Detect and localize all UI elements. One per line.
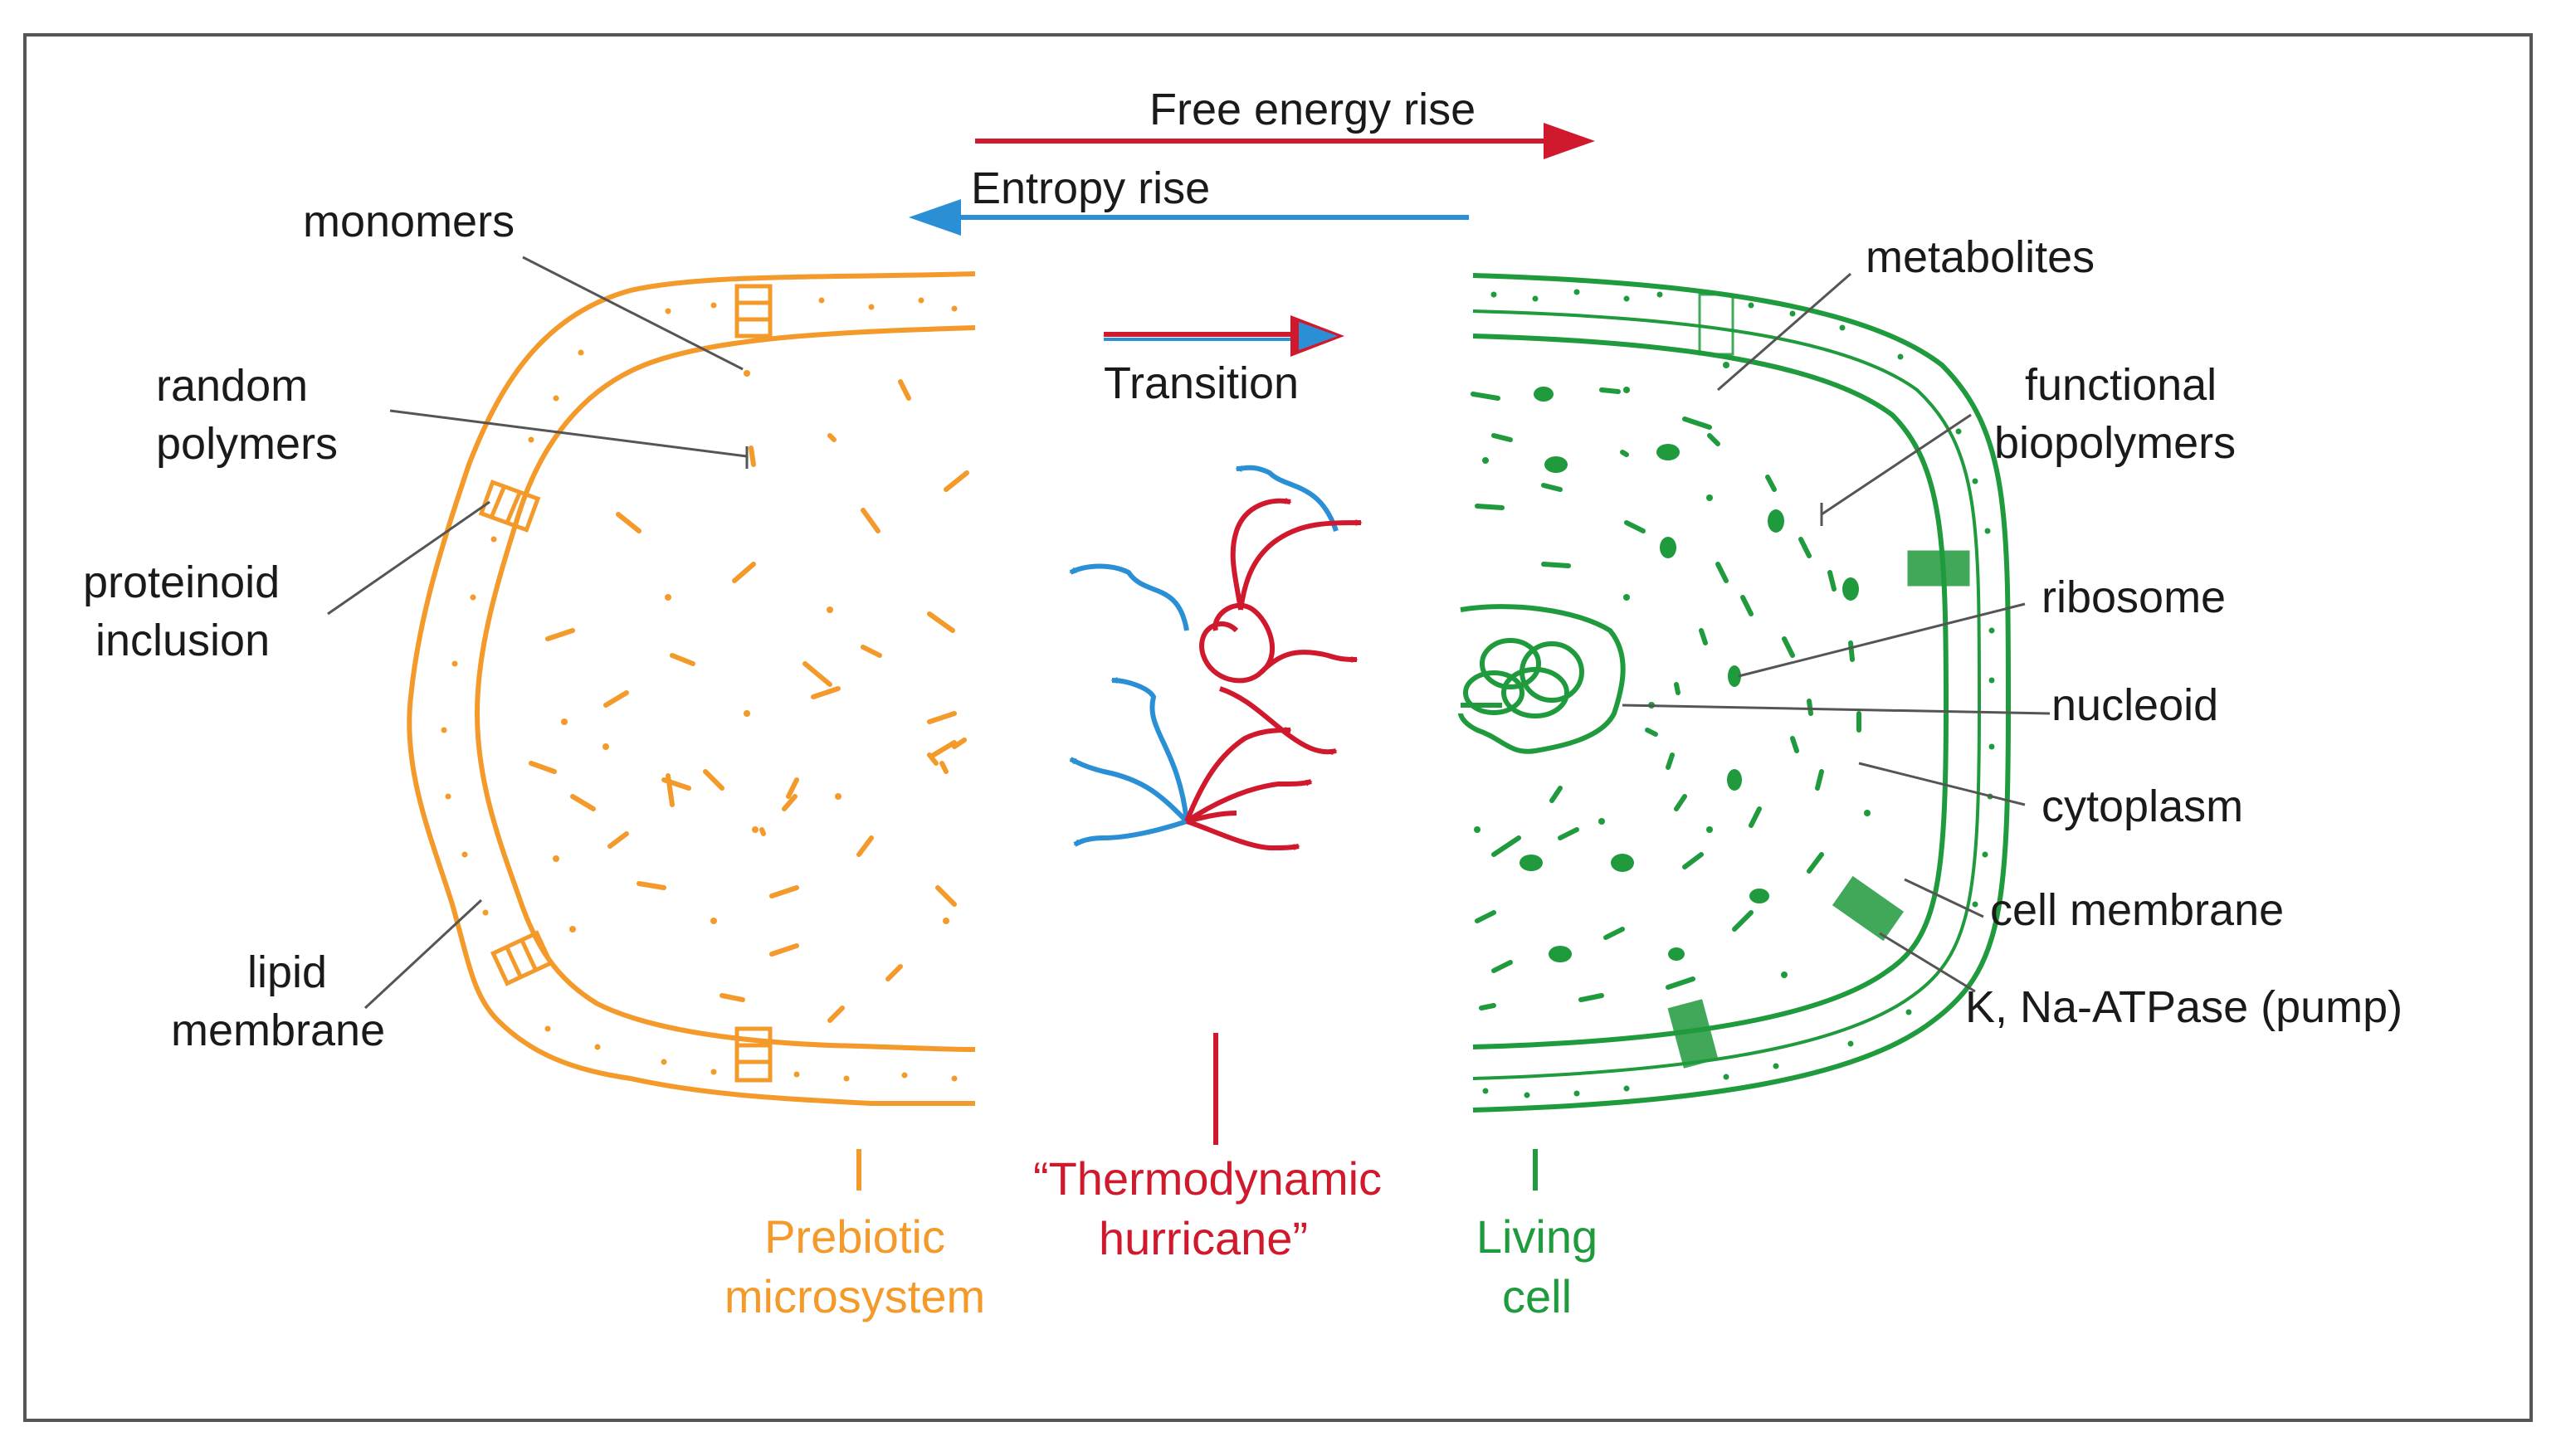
ribosomes: [1520, 387, 1859, 962]
nucleoid: [1458, 604, 1626, 754]
prebiotic-microsystem: [407, 271, 976, 1106]
label-nucleoid: nucleoid: [2051, 680, 2218, 730]
transition-label: Transition: [1104, 358, 1299, 408]
label-prebiotic: Prebiotic: [764, 1210, 945, 1263]
functional-biopolymers: [1471, 387, 1861, 1010]
label-microsystem: microsystem: [724, 1270, 985, 1322]
membrane-dots-left: [441, 297, 958, 1082]
lipid-membrane-inner: [474, 325, 976, 1052]
label-biopolymers: biopolymers: [1994, 418, 2236, 468]
entropy-label: Entropy rise: [971, 163, 1210, 213]
transition-arrow: [1104, 315, 1344, 357]
label-metabolites: metabolites: [1866, 232, 2095, 282]
free-energy-arrow: [975, 123, 1595, 159]
label-cell-membrane: cell membrane: [1990, 885, 2284, 935]
label-living: Living: [1476, 1210, 1598, 1263]
label-proteinoid: proteinoid: [83, 558, 280, 607]
hurricane-blue-arrows: [1069, 465, 1339, 847]
entropy-arrow: [909, 199, 1469, 236]
monomers: [553, 370, 949, 933]
label-cell: cell: [1502, 1270, 1572, 1322]
free-energy-label: Free energy rise: [1149, 85, 1476, 134]
label-pump: K, Na-ATPase (pump): [1965, 982, 2402, 1032]
label-cytoplasm: cytoplasm: [2041, 782, 2243, 831]
cell-wall-outer: [1472, 273, 2012, 1113]
cell-membrane-middle: [1472, 309, 1982, 1080]
label-functional: functional: [2025, 360, 2217, 410]
label-random: random: [156, 361, 308, 411]
living-cell: [1472, 273, 2012, 1113]
lipid-membrane-outer: [407, 271, 976, 1106]
hurricane-red-arrows: [1184, 497, 1363, 851]
leader-lines: [327, 256, 2051, 1010]
label-hurricane: hurricane”: [1099, 1212, 1308, 1264]
label-inclusion: inclusion: [95, 616, 270, 665]
random-polymers: [529, 379, 969, 1023]
label-polymers: polymers: [156, 419, 338, 469]
label-lipid: lipid: [247, 947, 327, 997]
metabolites: [1474, 362, 1871, 978]
label-ribosome: ribosome: [2041, 572, 2226, 622]
proteinoid-inclusions: [478, 284, 773, 1083]
pump-channels: [1667, 293, 1970, 1069]
label-thermodynamic: “Thermodynamic: [1033, 1152, 1382, 1205]
membrane-dots-right: [1482, 289, 1995, 1098]
cell-membrane-inner: [1472, 334, 1949, 1049]
label-monomers: monomers: [303, 197, 515, 246]
label-membrane: membrane: [171, 1006, 385, 1055]
